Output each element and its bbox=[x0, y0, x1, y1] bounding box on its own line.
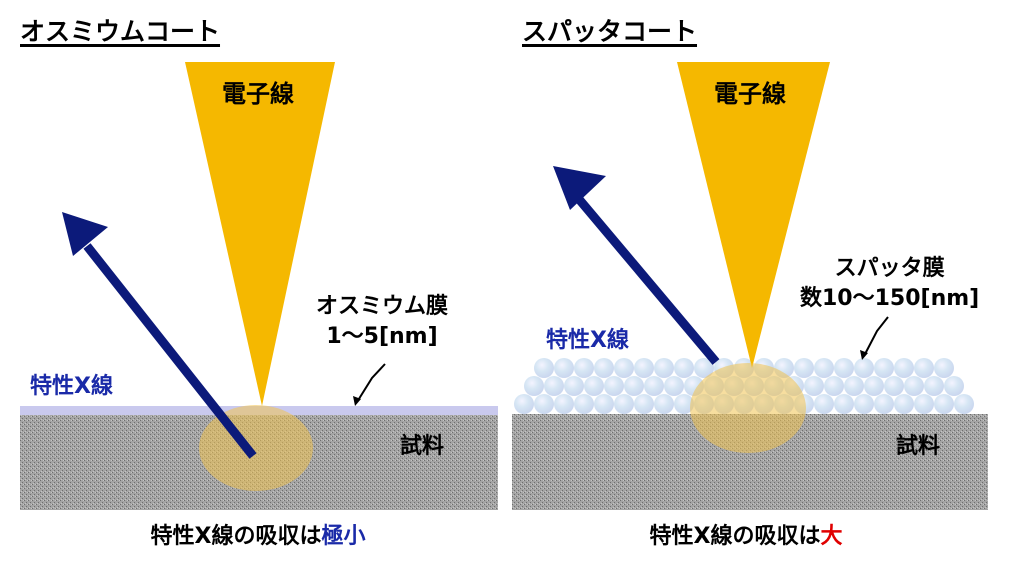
left-interaction-zone bbox=[199, 405, 313, 491]
left-panel bbox=[20, 62, 498, 510]
left-film-name: オスミウム膜 bbox=[316, 294, 449, 319]
right-film-label: スパッタ膜 数10～150[nm] bbox=[800, 254, 979, 314]
left-xray-label: 特性X線 bbox=[30, 374, 113, 399]
right-panel-title: スパッタコート bbox=[522, 17, 698, 46]
left-caption: 特性X線の吸収は極小 bbox=[48, 518, 468, 550]
sputter-particle bbox=[654, 358, 674, 378]
sputter-particle bbox=[914, 394, 934, 414]
sputter-particle bbox=[874, 394, 894, 414]
right-caption-text: 特性X線の吸収は bbox=[649, 524, 821, 549]
right-film-pointer bbox=[863, 316, 889, 357]
sputter-particle bbox=[814, 394, 834, 414]
sputter-particle bbox=[534, 358, 554, 378]
sputter-particle bbox=[674, 394, 694, 414]
sputter-particle bbox=[674, 358, 694, 378]
sputter-particle bbox=[574, 358, 594, 378]
right-xray-label: 特性X線 bbox=[546, 328, 629, 353]
sputter-particle bbox=[554, 394, 574, 414]
sputter-particle bbox=[614, 358, 634, 378]
right-interaction-zone bbox=[690, 363, 806, 453]
sputter-particle bbox=[924, 376, 944, 396]
sputter-particle bbox=[884, 376, 904, 396]
sputter-particle bbox=[904, 376, 924, 396]
left-film-pointer-tip bbox=[353, 396, 361, 406]
left-film-label: オスミウム膜 1～5[nm] bbox=[316, 292, 448, 352]
sputter-particle bbox=[824, 376, 844, 396]
sputter-particle bbox=[854, 394, 874, 414]
sputter-particle bbox=[794, 358, 814, 378]
sputter-particle bbox=[634, 358, 654, 378]
left-film-thickness: 1～5[nm] bbox=[326, 324, 438, 349]
sputter-particle bbox=[834, 394, 854, 414]
left-panel-title: オスミウムコート bbox=[20, 17, 221, 46]
sputter-particle bbox=[624, 376, 644, 396]
right-beam-label: 電子線 bbox=[714, 80, 786, 108]
sputter-particle bbox=[854, 358, 874, 378]
right-film-thickness: 数10～150[nm] bbox=[800, 286, 980, 311]
left-caption-highlight: 極小 bbox=[321, 524, 366, 549]
right-electron-beam bbox=[677, 62, 830, 368]
left-electron-beam bbox=[185, 62, 335, 406]
sputter-particle bbox=[554, 358, 574, 378]
right-caption-highlight: 大 bbox=[820, 524, 843, 549]
sputter-particle bbox=[944, 376, 964, 396]
right-film-name: スパッタ膜 bbox=[834, 256, 945, 281]
right-caption: 特性X線の吸収は大 bbox=[536, 518, 956, 550]
sputter-particle bbox=[594, 358, 614, 378]
sputter-particle bbox=[514, 394, 534, 414]
right-panel bbox=[512, 62, 988, 510]
sputter-particle bbox=[614, 394, 634, 414]
left-xray-arrow-head bbox=[62, 212, 108, 256]
sputter-particle bbox=[954, 394, 974, 414]
left-beam-label: 電子線 bbox=[222, 80, 294, 108]
sputter-particle bbox=[594, 394, 614, 414]
right-film-pointer-tip bbox=[860, 350, 868, 360]
sputter-particle bbox=[834, 358, 854, 378]
sputter-particle bbox=[864, 376, 884, 396]
sputter-particle bbox=[634, 394, 654, 414]
sputter-particle bbox=[544, 376, 564, 396]
sputter-particle bbox=[574, 394, 594, 414]
sputter-particle bbox=[664, 376, 684, 396]
right-xray-arrow-head bbox=[553, 166, 606, 210]
sputter-particle bbox=[564, 376, 584, 396]
sputter-particle bbox=[844, 376, 864, 396]
sputter-particle bbox=[914, 358, 934, 378]
sputter-particle bbox=[814, 358, 834, 378]
left-caption-text: 特性X線の吸収は bbox=[150, 524, 322, 549]
right-xray-arrow-shaft bbox=[574, 195, 720, 365]
sputter-particle bbox=[584, 376, 604, 396]
sputter-particle bbox=[894, 358, 914, 378]
sputter-particle bbox=[644, 376, 664, 396]
sputter-particle bbox=[934, 394, 954, 414]
sputter-particle bbox=[534, 394, 554, 414]
sputter-particle bbox=[934, 358, 954, 378]
left-film-pointer bbox=[356, 363, 386, 403]
sputter-particle bbox=[524, 376, 544, 396]
left-sample-label: 試料 bbox=[400, 434, 445, 459]
sputter-particle bbox=[694, 358, 714, 378]
sputter-particle bbox=[894, 394, 914, 414]
right-sample-label: 試料 bbox=[896, 434, 941, 459]
sputter-particle bbox=[804, 376, 824, 396]
sputter-particle bbox=[654, 394, 674, 414]
sputter-particle bbox=[604, 376, 624, 396]
left-xray-arrow-shaft bbox=[83, 243, 257, 459]
sputter-particle bbox=[874, 358, 894, 378]
